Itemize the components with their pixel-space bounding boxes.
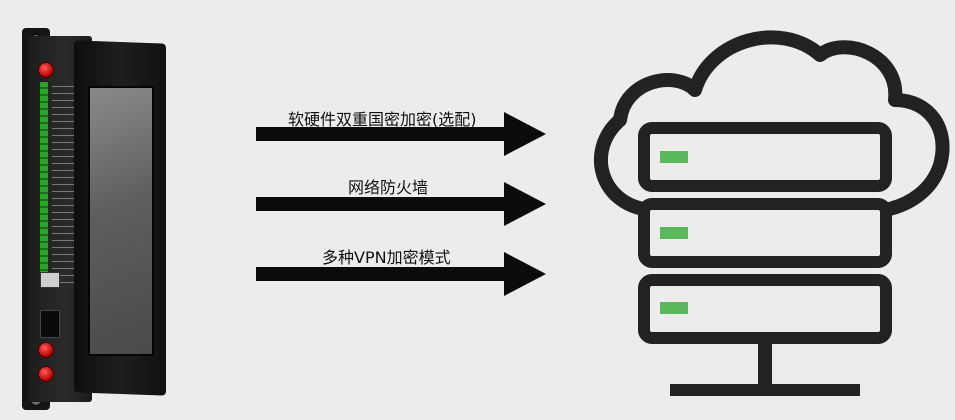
server-unit [638,274,892,344]
arrow-label-firewall: 网络防火墙 [348,178,429,197]
device-screen [88,86,154,356]
arrow-firewall [256,182,546,226]
arrow-shaft [256,127,506,141]
server-led-icon [660,302,688,314]
arrow-head-icon [504,252,546,296]
antenna-connector-icon [38,366,54,382]
server-unit [638,122,892,192]
server-led-icon [660,227,688,239]
cloud-server-icon [593,30,950,396]
antenna-connector-icon [38,62,54,78]
arrow-label-vpn: 多种VPN加密模式 [322,248,451,267]
usb-port-icon [40,272,60,288]
arrow-head-icon [504,112,546,156]
server-rack-icon [638,122,892,344]
terminal-labels [52,82,74,284]
arrow-head-icon [504,182,546,226]
arrow-label-encryption: 软硬件双重国密加密(选配) [288,110,477,129]
arrow-shaft [256,197,506,211]
gateway-device [22,28,167,410]
sim-slot-icon [40,310,60,338]
network-base-icon [670,344,860,396]
arrow-encryption [256,112,546,156]
cloud-icon [593,30,950,217]
terminal-block [40,82,48,284]
arrow-vpn [256,252,546,296]
arrow-shaft [256,267,506,281]
server-led-icon [660,151,688,163]
server-unit [638,198,892,268]
antenna-connector-icon [38,342,54,358]
